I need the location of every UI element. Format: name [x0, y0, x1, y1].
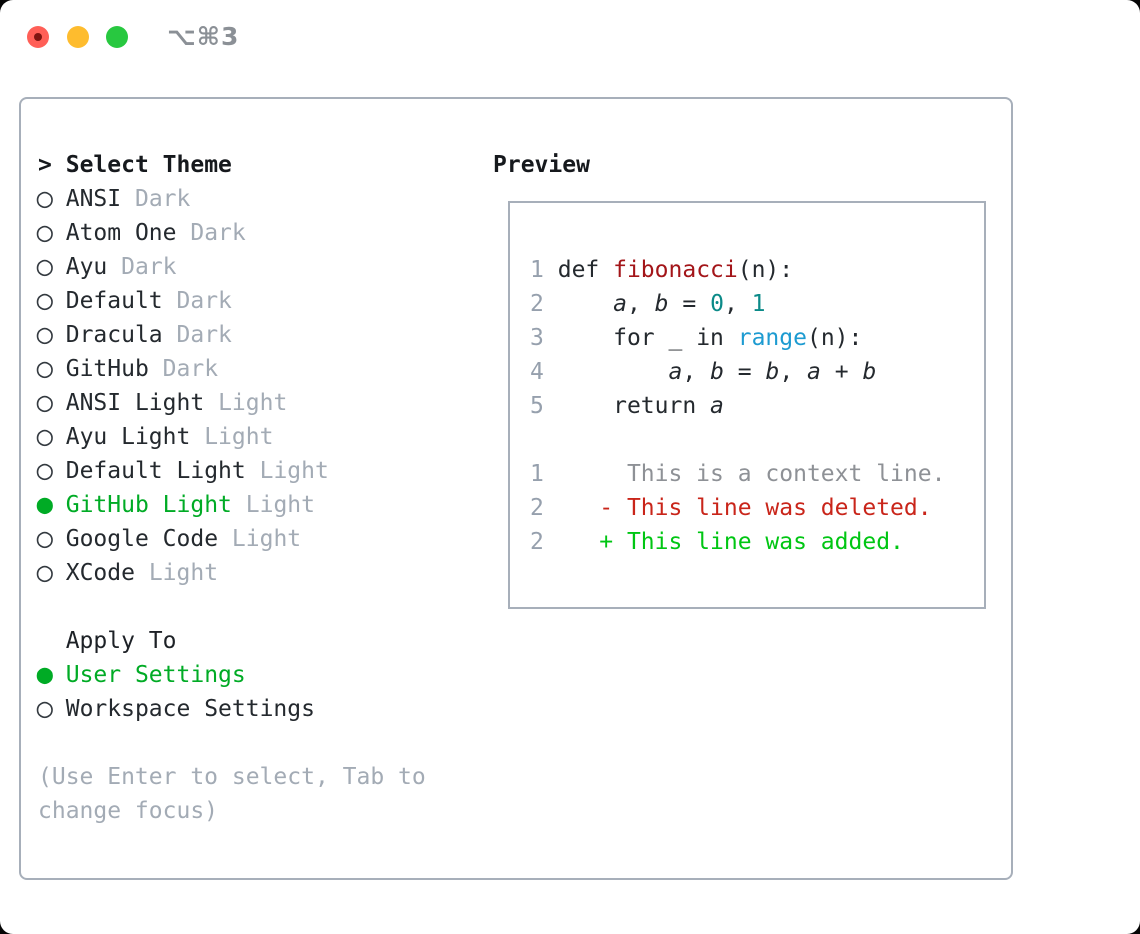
theme-variant-label: Dark [162, 356, 219, 382]
apply-option-user-settings[interactable]: ● User Settings [36, 658, 426, 692]
code-line: 5 return a [530, 393, 724, 419]
theme-variant-label: Dark [176, 322, 232, 348]
minimize-button[interactable] [67, 26, 89, 48]
apply-to-list: ● User Settings○ Workspace Settings [36, 658, 426, 726]
preview-diff: 1 This is a context line.2 - This line w… [530, 457, 984, 559]
diff-text: This is a context line. [599, 461, 946, 487]
radio-unselected-icon: ○ [36, 285, 53, 317]
apply-option-workspace-settings[interactable]: ○ Workspace Settings [36, 692, 426, 726]
diff-line-added: 2 + This line was added. [530, 525, 984, 559]
line-number: 4 [530, 359, 544, 385]
theme-variant-label: Dark [121, 254, 177, 280]
theme-list: ○ ANSI Dark○ Atom One Dark○ Ayu Dark○ De… [36, 182, 426, 590]
close-button[interactable] [27, 26, 49, 48]
theme-name: GitHub [65, 356, 149, 382]
theme-selector-header: > Select Theme [38, 152, 232, 178]
line-number: 3 [530, 325, 544, 351]
theme-variant-label: Light [259, 458, 329, 484]
prompt-icon: > [38, 152, 52, 178]
apply-to-header: Apply To [65, 628, 177, 654]
line-number: 1 [530, 461, 544, 487]
line-number: 1 [530, 257, 544, 283]
diff-line-deleted: 2 - This line was deleted. [530, 491, 984, 525]
radio-unselected-icon: ○ [36, 693, 53, 725]
theme-name: Google Code [65, 526, 219, 552]
theme-name: Dracula [65, 322, 163, 348]
spacer [530, 423, 984, 457]
theme-option-ansi-light[interactable]: ○ ANSI Light Light [36, 386, 426, 420]
theme-name: Ayu Light [65, 424, 191, 450]
code-line: 1 def fibonacci(n): [530, 257, 794, 283]
theme-name: Default [65, 288, 163, 314]
theme-option-default[interactable]: ○ Default Dark [36, 284, 426, 318]
theme-name: ANSI Light [65, 390, 205, 416]
theme-variant-label: Light [204, 424, 274, 450]
apply-option-label: User Settings [65, 662, 246, 688]
preview-code: 1 def fibonacci(n): 2 a, b = 0, 1 3 for _ … [530, 253, 984, 423]
code-line: 2 a, b = 0, 1 [530, 291, 766, 317]
close-dot-icon [34, 33, 42, 41]
theme-option-github[interactable]: ○ GitHub Dark [36, 352, 426, 386]
line-number: 2 [530, 529, 544, 555]
window-title: ⌥⌘3 [167, 22, 240, 51]
line-number: 5 [530, 393, 544, 419]
theme-name: Atom One [65, 220, 177, 246]
preview-box: 1 def fibonacci(n): 2 a, b = 0, 1 3 for _ … [508, 201, 986, 609]
theme-option-ayu[interactable]: ○ Ayu Dark [36, 250, 426, 284]
theme-option-ansi[interactable]: ○ ANSI Dark [36, 182, 426, 216]
radio-unselected-icon: ○ [36, 217, 53, 249]
theme-option-default-light[interactable]: ○ Default Light Light [36, 454, 426, 488]
theme-option-github-light[interactable]: ● GitHub Light Light [36, 488, 426, 522]
radio-unselected-icon: ○ [36, 523, 53, 555]
theme-option-dracula[interactable]: ○ Dracula Dark [36, 318, 426, 352]
diff-line-context: 1 This is a context line. [530, 457, 984, 491]
diff-text: + This line was added. [599, 529, 904, 555]
theme-variant-label: Light [245, 492, 315, 518]
theme-name: XCode [65, 560, 135, 586]
diff-text: - This line was deleted. [599, 495, 932, 521]
theme-option-google-code[interactable]: ○ Google Code Light [36, 522, 426, 556]
hint-text-line-1: (Use Enter to select, Tab to [38, 764, 426, 790]
titlebar: ⌥⌘3 [0, 0, 1140, 74]
theme-name: GitHub Light [65, 492, 232, 518]
theme-option-xcode[interactable]: ○ XCode Light [36, 556, 426, 590]
hint-text-line-2: change focus) [38, 798, 219, 824]
theme-picker-panel: > Select Theme ○ ANSI Dark○ Atom One Dar… [19, 97, 1013, 880]
theme-option-ayu-light[interactable]: ○ Ayu Light Light [36, 420, 426, 454]
preview-header: Preview [493, 152, 590, 178]
radio-unselected-icon: ○ [36, 557, 53, 589]
zoom-button[interactable] [106, 26, 128, 48]
radio-unselected-icon: ○ [36, 353, 53, 385]
theme-variant-label: Dark [190, 220, 246, 246]
radio-unselected-icon: ○ [36, 421, 53, 453]
radio-unselected-icon: ○ [36, 251, 53, 283]
line-number: 2 [530, 291, 544, 317]
line-number: 2 [530, 495, 544, 521]
theme-variant-label: Light [218, 390, 288, 416]
theme-variant-label: Light [231, 526, 302, 552]
theme-variant-label: Dark [134, 186, 191, 212]
radio-unselected-icon: ○ [36, 455, 53, 487]
radio-selected-icon: ● [36, 659, 53, 691]
theme-name: ANSI [65, 186, 122, 212]
theme-name: Default Light [65, 458, 246, 484]
radio-unselected-icon: ○ [36, 319, 53, 351]
theme-option-atom-one[interactable]: ○ Atom One Dark [36, 216, 426, 250]
left-column: > Select Theme ○ ANSI Dark○ Atom One Dar… [36, 148, 426, 828]
theme-variant-label: Light [148, 560, 219, 586]
code-line: 3 for _ in range(n): [530, 325, 863, 351]
spacer [38, 590, 426, 624]
code-line: 4 a, b = b, a + b [530, 359, 877, 385]
radio-unselected-icon: ○ [36, 183, 53, 215]
radio-selected-icon: ● [36, 489, 53, 521]
theme-name: Ayu [65, 254, 108, 280]
apply-option-label: Workspace Settings [65, 696, 315, 722]
radio-unselected-icon: ○ [36, 387, 53, 419]
theme-variant-label: Dark [176, 288, 232, 314]
spacer [38, 726, 426, 760]
